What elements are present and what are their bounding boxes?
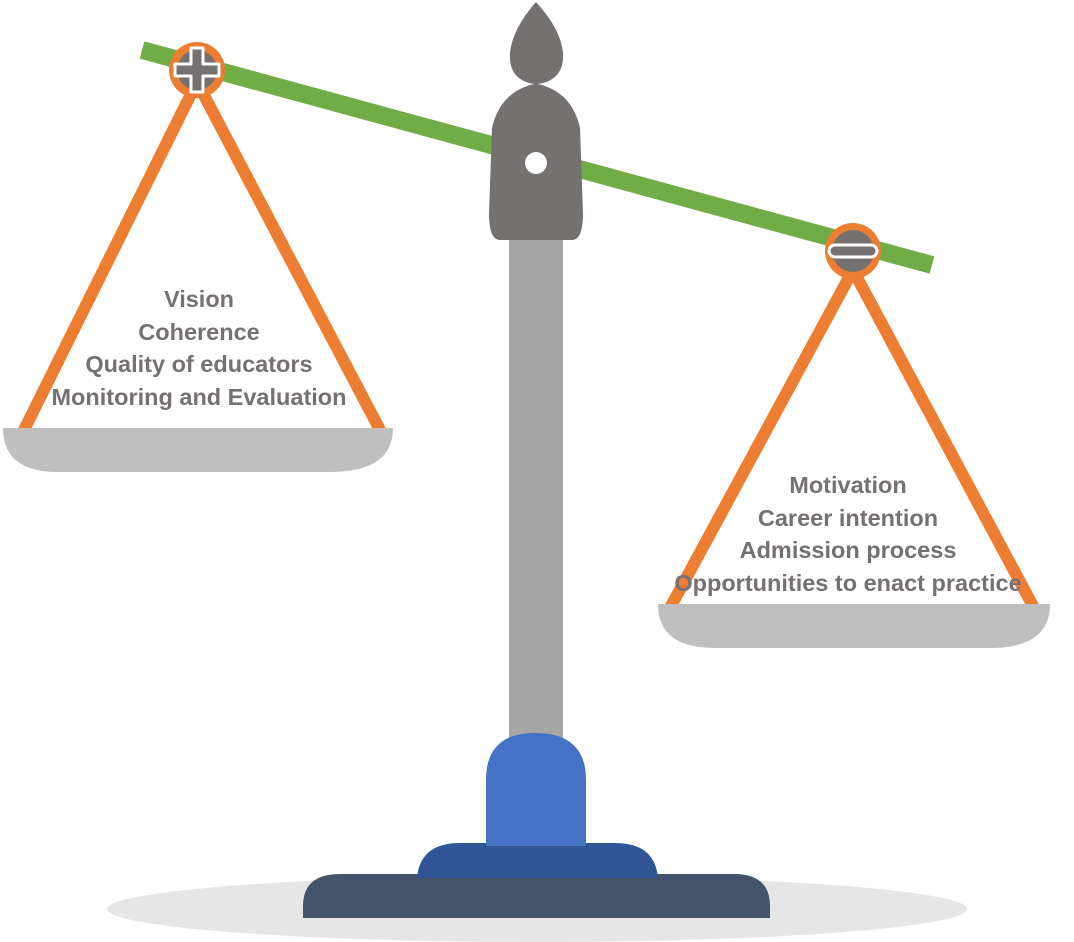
right-string-left xyxy=(664,264,859,614)
left-string-left xyxy=(18,76,203,436)
right-pan xyxy=(658,604,1050,648)
scale-column xyxy=(509,238,563,758)
left-pan-item: Vision xyxy=(163,286,235,312)
right-pan-item: Career intention xyxy=(757,504,939,531)
right-string-right xyxy=(847,264,1040,614)
left-string-right xyxy=(191,76,386,436)
scale-base-upper xyxy=(486,733,586,846)
plus-icon xyxy=(169,42,225,98)
right-pan-item: Motivation xyxy=(789,472,907,498)
left-pan-item: Monitoring and Evaluation xyxy=(51,383,347,410)
right-pan-list: Motivation Career intention Admission pr… xyxy=(652,469,1044,599)
scale-base-middle xyxy=(417,843,658,878)
scale-head xyxy=(489,2,583,240)
head-pivot-hole xyxy=(525,152,547,174)
minus-icon xyxy=(825,223,881,279)
scale-base-lower xyxy=(303,874,770,918)
left-pan-item: Quality of educators xyxy=(85,351,313,377)
left-pan-item: Coherence xyxy=(138,318,260,345)
right-pan-item: Opportunities to enact practice xyxy=(674,569,1022,596)
left-pan xyxy=(3,428,393,472)
right-pan-item: Admission process xyxy=(739,537,957,563)
left-pan-list: Vision Coherence Quality of educators Mo… xyxy=(0,283,398,413)
